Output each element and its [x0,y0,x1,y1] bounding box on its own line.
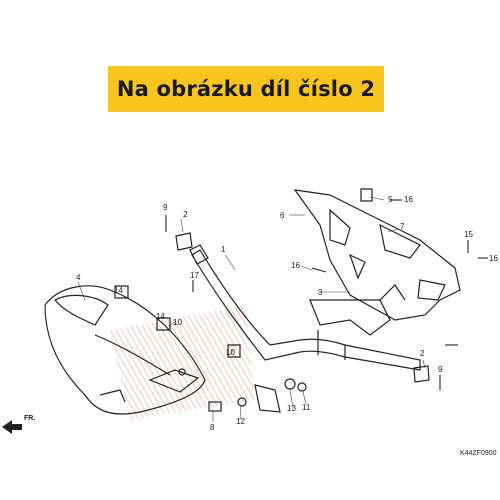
callout-7: 7 [400,222,405,231]
callout-9: 9 [163,203,168,212]
hatched-region [110,305,255,420]
rear-cover [293,189,461,321]
callout-1: 1 [221,245,226,254]
callout-2: 2 [183,210,188,219]
callout-10-lower: 10 [226,348,235,357]
banner-text: Na obrázku díl číslo 2 [116,77,376,101]
callout-11: 11 [302,403,311,412]
callout-16-right: 16 [489,254,498,263]
leader-lines [77,196,426,422]
front-cover [44,285,206,415]
callout-2-highlight: 2 [420,349,425,358]
part-banner: Na obrázku díl číslo 2 [108,66,384,112]
small-parts [114,188,430,413]
callout-3: 3 [318,288,323,297]
front-direction-indicator: FR. [2,415,35,434]
callout-14-lower: 14 [156,312,165,321]
callout-10: 10 [173,318,182,327]
callout-8: 8 [210,423,215,432]
callout-14: 14 [114,286,123,295]
direction-label: FR. [24,415,35,422]
figure-code: K44ZF0900 [460,450,497,457]
callout-17: 17 [190,271,199,280]
callout-16-top: 16 [404,195,413,204]
callout-12: 12 [236,417,245,426]
callout-13: 13 [287,404,296,413]
arrow-left-icon [2,420,22,434]
stay-bracket [309,284,406,336]
callout-5: 5 [388,195,393,204]
callout-6: 6 [280,211,285,220]
callout-16-mid: 16 [291,261,300,270]
callout-9-right: 9 [438,365,443,374]
handlebar [189,244,421,371]
bolts [165,199,488,390]
callout-labels: 1 2 2 3 4 5 6 7 8 9 9 10 10 11 12 13 14 … [76,195,498,432]
callout-15: 15 [464,230,473,239]
callout-4: 4 [76,273,81,282]
